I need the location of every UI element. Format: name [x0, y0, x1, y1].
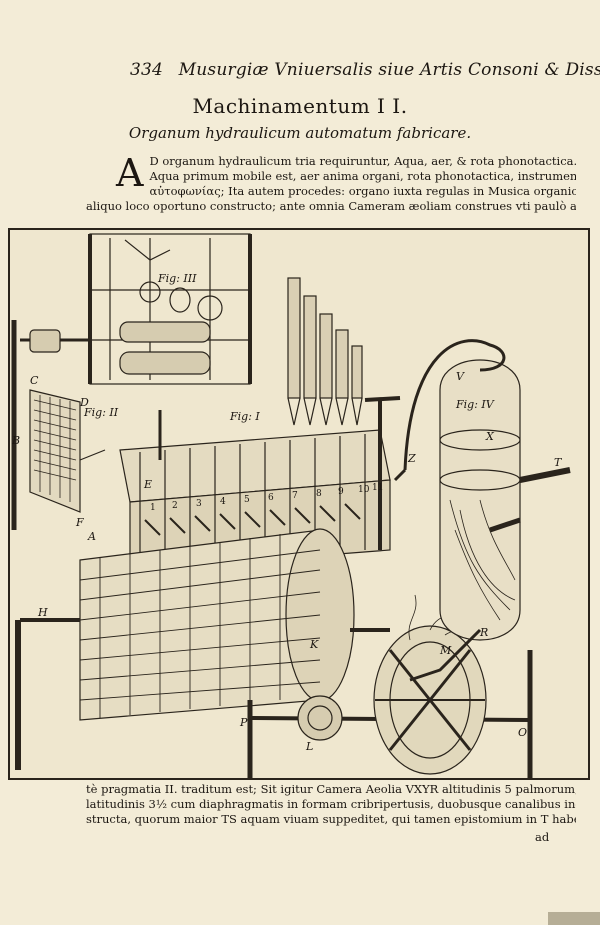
hydraulic-organ-engraving: Fig: III Fig: II Fig: I Fig: IV A B C D … [11, 233, 571, 778]
intro-paragraph: A D organum hydraulicum tria requiruntur… [86, 154, 576, 214]
fig4-aeolian-chamber [393, 339, 571, 682]
label-r: R [479, 626, 488, 639]
label-m: M [439, 644, 452, 657]
label-x: X [485, 430, 495, 443]
intro-line: Aqua primum mobile est, aer anima organi… [149, 169, 576, 183]
key-number: 9 [338, 487, 344, 497]
key-number: 6 [268, 493, 274, 503]
intro-line: aliquo loco oportuno constructo; ante om… [86, 199, 576, 213]
fig2-grid-panel [11, 320, 106, 530]
running-head-text: Musurgiæ Vniuersalis siue Artis Consoni … [178, 60, 600, 80]
label-e: E [143, 478, 152, 491]
pinned-barrel [20, 528, 390, 721]
label-k: K [309, 638, 319, 651]
engraving-figure: Fig: III Fig: II Fig: I Fig: IV A B C D … [8, 228, 590, 780]
key-number: 8 [316, 489, 322, 499]
label-h: H [37, 606, 48, 619]
axle-and-water-wheel [247, 594, 533, 778]
continuation-paragraph: tè pragmatia II. traditum est; Sit igitu… [86, 782, 576, 827]
label-t: T [554, 456, 563, 469]
continuation-line: tè pragmatia II. traditum est; Sit igitu… [86, 782, 576, 796]
label-z: Z [407, 452, 416, 465]
label-d: D [79, 396, 89, 409]
label-c: C [30, 374, 39, 387]
key-number: 10 [358, 485, 370, 495]
label-b: B [11, 434, 20, 447]
continuation-line: structa, quorum maior TS aquam viuam sup… [86, 812, 576, 826]
label-fig3: Fig: III [157, 272, 197, 285]
intro-line: D organum hydraulicum tria requiruntur, … [149, 154, 576, 168]
key-number: 11 [372, 483, 383, 493]
organ-pipes [287, 277, 363, 426]
drop-cap: A [116, 151, 144, 195]
intro-line: αὐτοφωνίας; Ita autem procedes: organo i… [149, 184, 576, 198]
key-number: 3 [196, 499, 202, 509]
label-l: L [305, 740, 313, 753]
key-number: 2 [172, 501, 178, 511]
chapter-subtitle: Organum hydraulicum automatum fabricare. [128, 124, 472, 142]
label-p: P [239, 716, 248, 729]
page-corner-mark [548, 912, 600, 925]
label-v: V [456, 370, 465, 383]
label-a: A [87, 530, 96, 543]
label-fig1: Fig: I [229, 410, 260, 423]
key-number: 4 [220, 497, 226, 507]
key-number: 1 [150, 503, 156, 513]
continuation-line: latitudinis 3½ cum diaphragmatis in form… [86, 797, 576, 811]
key-number: 5 [244, 495, 250, 505]
label-o: O [518, 726, 527, 739]
label-f: F [75, 516, 84, 529]
label-fig4: Fig: IV [455, 398, 495, 411]
chapter-title: Machinamentum I I. [192, 94, 408, 118]
catchword: ad [535, 830, 550, 844]
fig3-barrel-frame [88, 233, 252, 385]
label-fig2: Fig: II [83, 406, 119, 419]
page-number: 334 [130, 60, 164, 80]
spool-c [20, 329, 90, 353]
running-head: 334 Musurgiæ Vniuersalis siue Artis Cons… [130, 60, 600, 80]
key-number: 7 [292, 491, 298, 501]
